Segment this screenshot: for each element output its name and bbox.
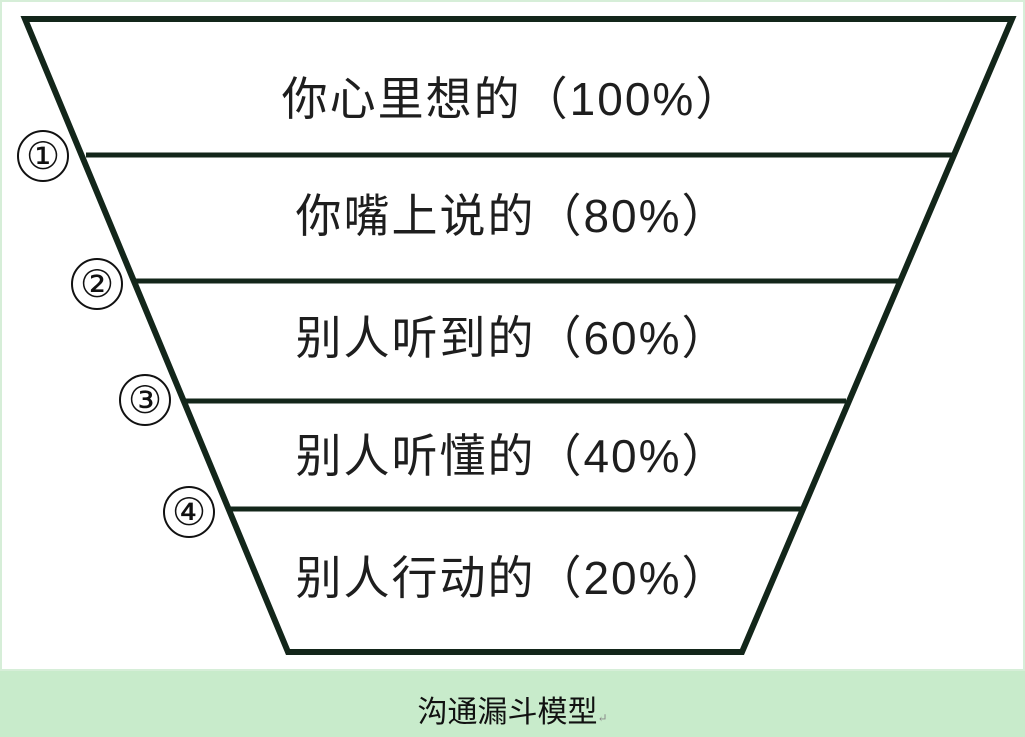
funnel-outline — [20, 16, 1017, 655]
level-text: 别人听懂的 — [295, 429, 536, 483]
circled-number-2-icon: ② — [71, 258, 123, 310]
funnel-level-2: 你嘴上说的（80%） — [0, 193, 1025, 239]
figure-caption: 沟通漏斗模型↵ — [0, 687, 1025, 731]
level-percent: （100%） — [521, 73, 744, 125]
funnel-level-3: 别人听到的（60%） — [0, 315, 1025, 361]
level-text: 别人行动的 — [295, 551, 536, 605]
circled-number-1-icon: ① — [17, 130, 69, 182]
funnel-level-4: 别人听懂的（40%） — [0, 433, 1025, 479]
level-text: 别人听到的 — [295, 311, 536, 365]
diagram-frame: 你心里想的（100%） 你嘴上说的（80%） 别人听到的（60%） 别人听懂的（… — [0, 16, 1025, 655]
level-text: 你心里想的 — [281, 72, 522, 126]
level-percent: （80%） — [535, 190, 730, 242]
level-percent: （60%） — [535, 312, 730, 364]
funnel-level-5: 别人行动的（20%） — [0, 555, 1025, 601]
circled-number-4-icon: ④ — [163, 486, 215, 538]
level-percent: （20%） — [535, 552, 730, 604]
caption-text: 沟通漏斗模型 — [417, 695, 598, 730]
level-percent: （40%） — [535, 430, 730, 482]
circled-number-3-icon: ③ — [119, 374, 171, 426]
paragraph-mark-icon: ↵ — [597, 711, 608, 725]
level-text: 你嘴上说的 — [295, 189, 536, 243]
funnel-level-1: 你心里想的（100%） — [0, 76, 1025, 122]
caption-band: 沟通漏斗模型↵ — [0, 671, 1025, 737]
